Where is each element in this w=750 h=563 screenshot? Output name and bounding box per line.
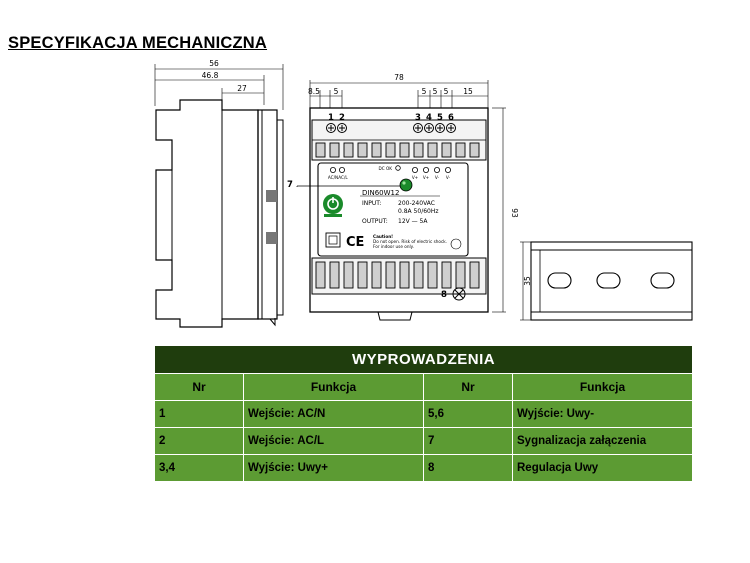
table-row: 3,4 Wyjście: Uwy+ 8 Regulacja Uwy xyxy=(154,454,694,482)
mechanical-drawing: 56 46.8 27 xyxy=(154,59,693,328)
table-heading: WYPROWADZENIA xyxy=(153,345,694,374)
side-dim-56: 56 xyxy=(209,59,219,68)
led-label: DC OK xyxy=(378,166,392,171)
cell-funkcja: Wejście: AC/L xyxy=(243,427,424,455)
column-header-funkcja: Funkcja xyxy=(511,373,694,401)
front-dim-5-left: 5 xyxy=(334,87,339,96)
input-value-current: 0.8A 50/60Hz xyxy=(398,208,439,215)
cell-funkcja: Sygnalizacja załączenia xyxy=(511,427,694,455)
callout-8: 8 xyxy=(441,290,447,300)
cell-funkcja: Wejście: AC/N xyxy=(243,400,424,428)
pin-label-v-plus-2: V+ xyxy=(423,175,430,180)
ce-mark: CE xyxy=(346,235,364,250)
cell-funkcja: Wyjście: Uwy+ xyxy=(243,454,424,482)
cell-funkcja: Wyjście: Uwy- xyxy=(511,400,694,428)
pin-label-acn: AC/N xyxy=(328,175,338,180)
caution-line-1: Do not open. Risk of electric shock. xyxy=(373,239,447,244)
table-row: 1 Wejście: AC/N 5,6 Wyjście: Uwy- xyxy=(154,400,694,428)
cell-nr: 1 xyxy=(154,400,244,428)
cell-nr: 2 xyxy=(154,427,244,455)
front-dim-8-5: 8.5 xyxy=(308,87,320,96)
side-dim-46-8: 46.8 xyxy=(202,71,219,80)
pin-label-v-minus-1: V- xyxy=(435,175,440,180)
side-dim-27: 27 xyxy=(237,84,247,93)
pin-label-v-plus-1: V+ xyxy=(412,175,419,180)
front-dim-5-a: 5 xyxy=(422,87,427,96)
pin-number-2: 2 xyxy=(339,113,345,123)
led-indicator-icon xyxy=(399,178,413,192)
input-label: INPUT: xyxy=(362,200,381,207)
column-header-funkcja: Funkcja xyxy=(243,373,424,401)
output-value: 12V — 5A xyxy=(398,218,428,225)
pin-number-3: 3 xyxy=(415,113,421,123)
front-dim-15: 15 xyxy=(463,87,473,96)
front-view xyxy=(296,80,506,321)
pin-number-1: 1 xyxy=(328,113,334,123)
pin-number-4: 4 xyxy=(426,113,432,123)
front-dim-93: 93 xyxy=(510,208,519,218)
power-logo-icon xyxy=(323,194,343,214)
din-rail-view xyxy=(520,241,693,321)
rail-dim-35: 35 xyxy=(523,276,532,286)
column-header-nr: Nr xyxy=(423,373,513,401)
pinout-table: WYPROWADZENIA Nr Funkcja Nr Funkcja 1 We… xyxy=(153,345,694,482)
input-value-voltage: 200-240VAC xyxy=(398,200,435,207)
caution-title: Caution! xyxy=(373,234,393,239)
pin-number-6: 6 xyxy=(448,113,454,123)
cell-nr: 5,6 xyxy=(423,400,513,428)
front-dim-5-b: 5 xyxy=(433,87,438,96)
side-view xyxy=(154,64,284,328)
table-row: 2 Wejście: AC/L 7 Sygnalizacja załączeni… xyxy=(154,427,694,455)
cell-nr: 7 xyxy=(423,427,513,455)
cell-funkcja: Regulacja Uwy xyxy=(511,454,694,482)
cell-nr: 8 xyxy=(423,454,513,482)
pin-number-5: 5 xyxy=(437,113,443,123)
caution-line-2: For indoor use only. xyxy=(373,244,414,249)
cell-nr: 3,4 xyxy=(154,454,244,482)
column-header-nr: Nr xyxy=(154,373,244,401)
front-dim-78: 78 xyxy=(394,73,404,82)
model-name: DIN60W12 xyxy=(362,189,399,197)
page-title: SPECYFIKACJA MECHANICZNA xyxy=(8,34,268,52)
output-label: OUTPUT: xyxy=(362,218,388,225)
front-dim-5-c: 5 xyxy=(444,87,449,96)
pin-label-v-minus-2: V- xyxy=(446,175,451,180)
callout-7: 7 xyxy=(287,180,293,190)
pin-label-acl: AC/L xyxy=(338,175,348,180)
